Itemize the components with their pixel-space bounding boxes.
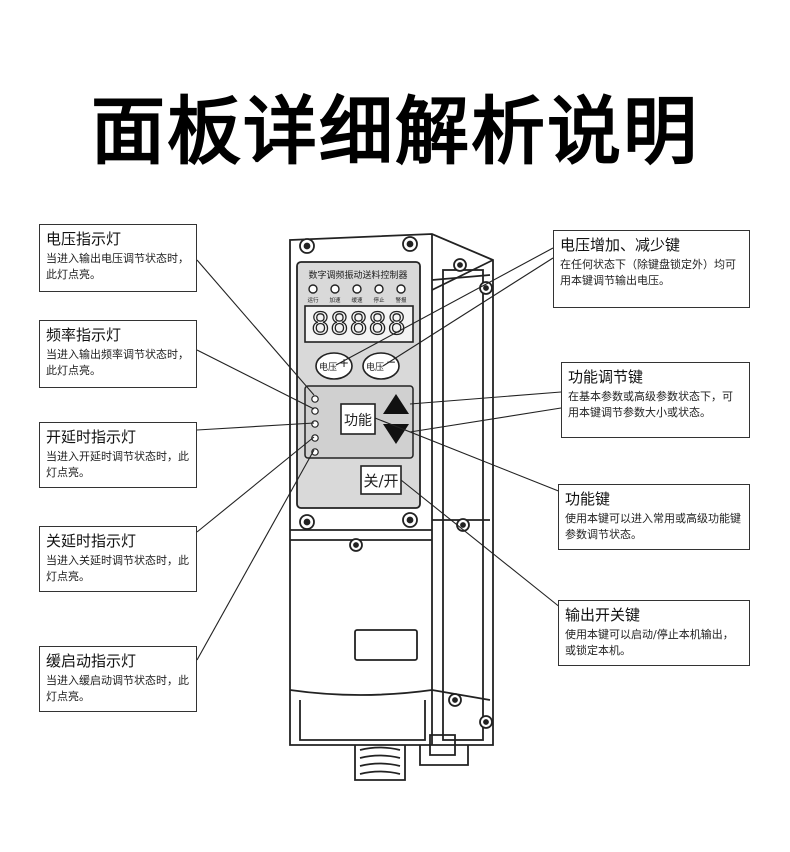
onoff-button-label: 关/开 bbox=[363, 472, 398, 490]
annotation-desc: 当进入关延时调节状态时，此灯点亮。 bbox=[46, 554, 189, 583]
plus-icon: + bbox=[339, 356, 349, 370]
screw-icons bbox=[299, 236, 493, 729]
annotation-desc: 当进入缓启动调节状态时，此灯点亮。 bbox=[46, 674, 189, 703]
annotation-desc: 使用本键可以进入常用或高级功能键参数调节状态。 bbox=[565, 512, 741, 541]
led-label-run: 运行 bbox=[307, 296, 319, 304]
annotation-title: 开延时指示灯 bbox=[46, 428, 137, 446]
voltage-led bbox=[311, 395, 319, 403]
annotation-desc: 在基本参数或高级参数状态下，可用本键调节参数大小或状态。 bbox=[568, 390, 733, 419]
annotation-title: 缓启动指示灯 bbox=[46, 652, 137, 670]
minus-icon: − bbox=[386, 355, 396, 369]
stop-led bbox=[374, 284, 384, 294]
annotation-function-key: 功能键 使用本键可以进入常用或高级功能键参数调节状态。 bbox=[558, 484, 750, 550]
top-led-row bbox=[308, 284, 406, 294]
display-digits: 88888 bbox=[311, 307, 406, 342]
annotation-frequency-led: 频率指示灯 当进入输出频率调节状态时，此灯点亮。 bbox=[39, 320, 197, 388]
voltage-up-label: 电压 bbox=[319, 361, 337, 373]
slow-led bbox=[352, 284, 362, 294]
annotation-desc: 当进入输出频率调节状态时，此灯点亮。 bbox=[46, 348, 189, 377]
annotation-title: 功能调节键 bbox=[568, 368, 644, 386]
annotation-title: 功能键 bbox=[565, 490, 611, 508]
annotation-title: 频率指示灯 bbox=[46, 326, 122, 344]
panel-header: 数字调频振动送料控制器 bbox=[308, 269, 407, 281]
up-arrow-button[interactable] bbox=[383, 394, 409, 414]
output-onoff-button[interactable]: 关/开 bbox=[360, 465, 402, 495]
function-button[interactable]: 功能 bbox=[340, 403, 376, 435]
on-delay-led bbox=[311, 420, 319, 428]
page-title: 面板详细解析说明 bbox=[91, 89, 699, 175]
annotation-voltage-keys: 电压增加、减少键 在任何状态下（除键盘锁定外）均可用本键调节输出电压。 bbox=[553, 230, 750, 308]
led-label-alarm: 警报 bbox=[395, 296, 407, 304]
annotation-title: 输出开关键 bbox=[565, 606, 641, 624]
function-button-label: 功能 bbox=[344, 413, 372, 429]
alarm-led bbox=[396, 284, 406, 294]
leader-lines bbox=[196, 247, 562, 661]
frequency-led bbox=[311, 407, 319, 415]
annotation-on-delay-led: 开延时指示灯 当进入开延时调节状态时，此灯点亮。 bbox=[39, 422, 197, 488]
annotation-voltage-led: 电压指示灯 当进入输出电压调节状态时，此灯点亮。 bbox=[39, 224, 197, 292]
annotation-desc: 当进入输出电压调节状态时，此灯点亮。 bbox=[46, 252, 189, 281]
annotation-soft-start-led: 缓启动指示灯 当进入缓启动调节状态时，此灯点亮。 bbox=[39, 646, 197, 712]
annotation-output-key: 输出开关键 使用本键可以启动/停止本机输出，或锁定本机。 bbox=[558, 600, 750, 666]
led-label-accel: 加速 bbox=[329, 296, 341, 304]
voltage-down-label: 电压 bbox=[366, 361, 384, 373]
off-delay-led bbox=[311, 434, 319, 442]
annotation-title: 关延时指示灯 bbox=[46, 532, 137, 550]
run-led bbox=[308, 284, 318, 294]
led-display bbox=[304, 305, 414, 343]
annotation-title: 电压增加、减少键 bbox=[560, 236, 681, 254]
accel-led bbox=[330, 284, 340, 294]
annotation-desc: 在任何状态下（除键盘锁定外）均可用本键调节输出电压。 bbox=[560, 258, 736, 287]
led-label-slow: 缓速 bbox=[351, 296, 363, 304]
voltage-down-button[interactable]: 电压 − bbox=[362, 352, 400, 380]
parameter-led-column bbox=[311, 395, 319, 456]
annotation-desc: 当进入开延时调节状态时，此灯点亮。 bbox=[46, 450, 189, 479]
annotation-desc: 使用本键可以启动/停止本机输出，或锁定本机。 bbox=[565, 628, 734, 657]
annotation-title: 电压指示灯 bbox=[46, 230, 122, 248]
annotation-off-delay-led: 关延时指示灯 当进入关延时调节状态时，此灯点亮。 bbox=[39, 526, 197, 592]
led-label-stop: 停止 bbox=[373, 296, 385, 304]
voltage-up-button[interactable]: 电压 + bbox=[315, 352, 353, 380]
annotation-adjust-keys: 功能调节键 在基本参数或高级参数状态下，可用本键调节参数大小或状态。 bbox=[561, 362, 750, 438]
